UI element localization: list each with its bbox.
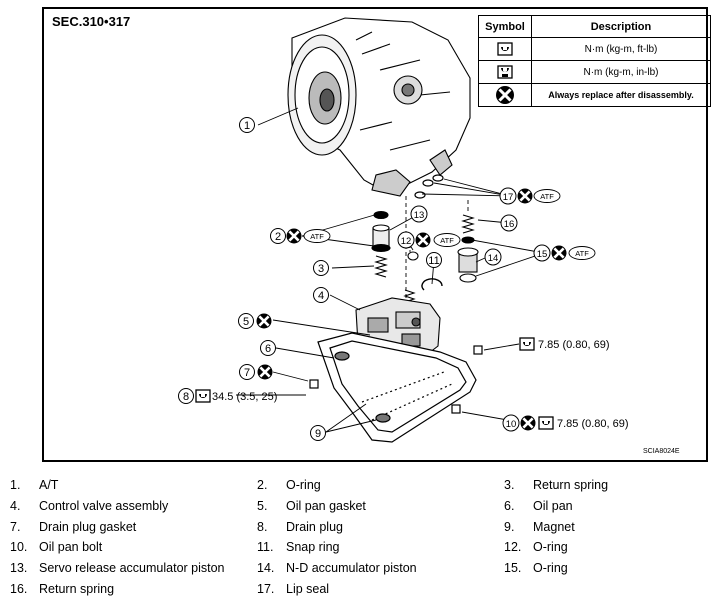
replace-part-icon (414, 231, 432, 249)
callout-11 (426, 252, 442, 268)
callout-17-label: 17 (503, 192, 514, 203)
callout-2 (270, 228, 286, 244)
atf-label: ATF (310, 232, 324, 241)
callout-12-label: 12 (401, 236, 412, 247)
callout-10-label: 10 (506, 419, 517, 430)
callout-8-label: 8 (183, 391, 189, 403)
callout-13-label: 13 (414, 210, 425, 221)
oil-pan-drawing (309, 332, 483, 443)
small-parts (371, 210, 479, 303)
figure-reference: SCIA8024E (643, 448, 680, 455)
parts-row: 13.Servo release accumulator piston 14.N… (10, 561, 568, 576)
parts-row: 10.Oil pan bolt 11.Snap ring 12.O-ring (10, 540, 568, 555)
torque-inlb-icon (538, 416, 554, 430)
atf-badge (303, 229, 331, 243)
drain-plug-torque: 34.5 (3.5, 25) (212, 391, 277, 403)
callout-6-label: 6 (265, 343, 271, 355)
atf-badge (433, 233, 461, 247)
callout-11-label: 11 (428, 255, 439, 267)
callout-9 (310, 425, 326, 441)
callout-1 (239, 117, 255, 133)
callout-15-label: 15 (537, 249, 548, 260)
callout-3 (313, 260, 329, 276)
transmission-drawing (287, 17, 471, 197)
replace-part-icon (256, 363, 274, 381)
atf-badge (533, 189, 561, 203)
callout-13 (410, 205, 428, 223)
torque-inlb-icon (519, 337, 535, 351)
callout-7-label: 7 (244, 367, 250, 379)
callout-17 (499, 187, 517, 205)
atf-label: ATF (575, 249, 589, 258)
callout-10 (502, 414, 520, 432)
parts-row: 7.Drain plug gasket 8.Drain plug 9.Magne… (10, 519, 575, 534)
legend-desc-ftlb: N·m (kg-m, ft-lb) (531, 37, 711, 61)
callout-1-label: 1 (244, 120, 250, 132)
callout-15 (533, 244, 551, 262)
callout-16-label: 16 (504, 219, 515, 230)
torque-ftlb-icon (195, 389, 211, 403)
legend-desc-replace: Always replace after disassembly. (531, 83, 711, 107)
atf-badge (568, 246, 596, 260)
replace-part-icon (255, 312, 273, 330)
replace-part-icon (285, 227, 303, 245)
atf-label: ATF (540, 192, 554, 201)
legend-header-description: Description (531, 15, 711, 38)
callout-14-label: 14 (488, 253, 499, 264)
parts-row: 16.Return spring 17.Lip seal (10, 581, 330, 596)
callout-5-label: 5 (243, 316, 249, 328)
oil-pan-bolt-torque-bottom: 7.85 (0.80, 69) (557, 418, 629, 430)
callout-16 (500, 214, 518, 232)
parts-row: 1.A/T 2.O-ring 3.Return spring (10, 478, 609, 492)
callout-4 (313, 287, 329, 303)
torque-ftlb-icon (497, 42, 513, 56)
callout-8 (178, 388, 194, 404)
lip-seals (414, 174, 444, 199)
atf-label: ATF (440, 236, 454, 245)
callout-4-label: 4 (318, 290, 324, 302)
replace-part-icon (550, 244, 568, 262)
replace-part-icon (496, 86, 514, 104)
callout-3-label: 3 (318, 263, 324, 275)
parts-list: 1.A/T 2.O-ring 3.Return spring 4.Control… (10, 478, 710, 603)
replace-part-icon (519, 414, 537, 432)
callout-9-label: 9 (315, 428, 321, 440)
callout-6 (260, 340, 276, 356)
symbol-legend: Symbol Description N·m (kg-m, ft-lb) N·m… (478, 15, 711, 107)
callout-14 (484, 248, 502, 266)
torque-inlb-icon (497, 65, 513, 79)
parts-row: 4.Control valve assembly 5.Oil pan gaske… (10, 498, 573, 513)
legend-desc-inlb: N·m (kg-m, in-lb) (531, 60, 711, 84)
callout-2-label: 2 (275, 231, 281, 243)
section-label: SEC.310•317 (52, 14, 131, 29)
callout-5 (238, 313, 254, 329)
callout-7 (239, 364, 255, 380)
callout-12 (397, 231, 415, 249)
legend-header-symbol: Symbol (478, 15, 532, 38)
replace-part-icon (516, 187, 534, 205)
exploded-view-diagram: 1 2 3 4 5 6 7 8 9 10 11 12 13 14 15 16 1… (178, 17, 629, 443)
oil-pan-bolt-torque-right: 7.85 (0.80, 69) (538, 339, 610, 351)
